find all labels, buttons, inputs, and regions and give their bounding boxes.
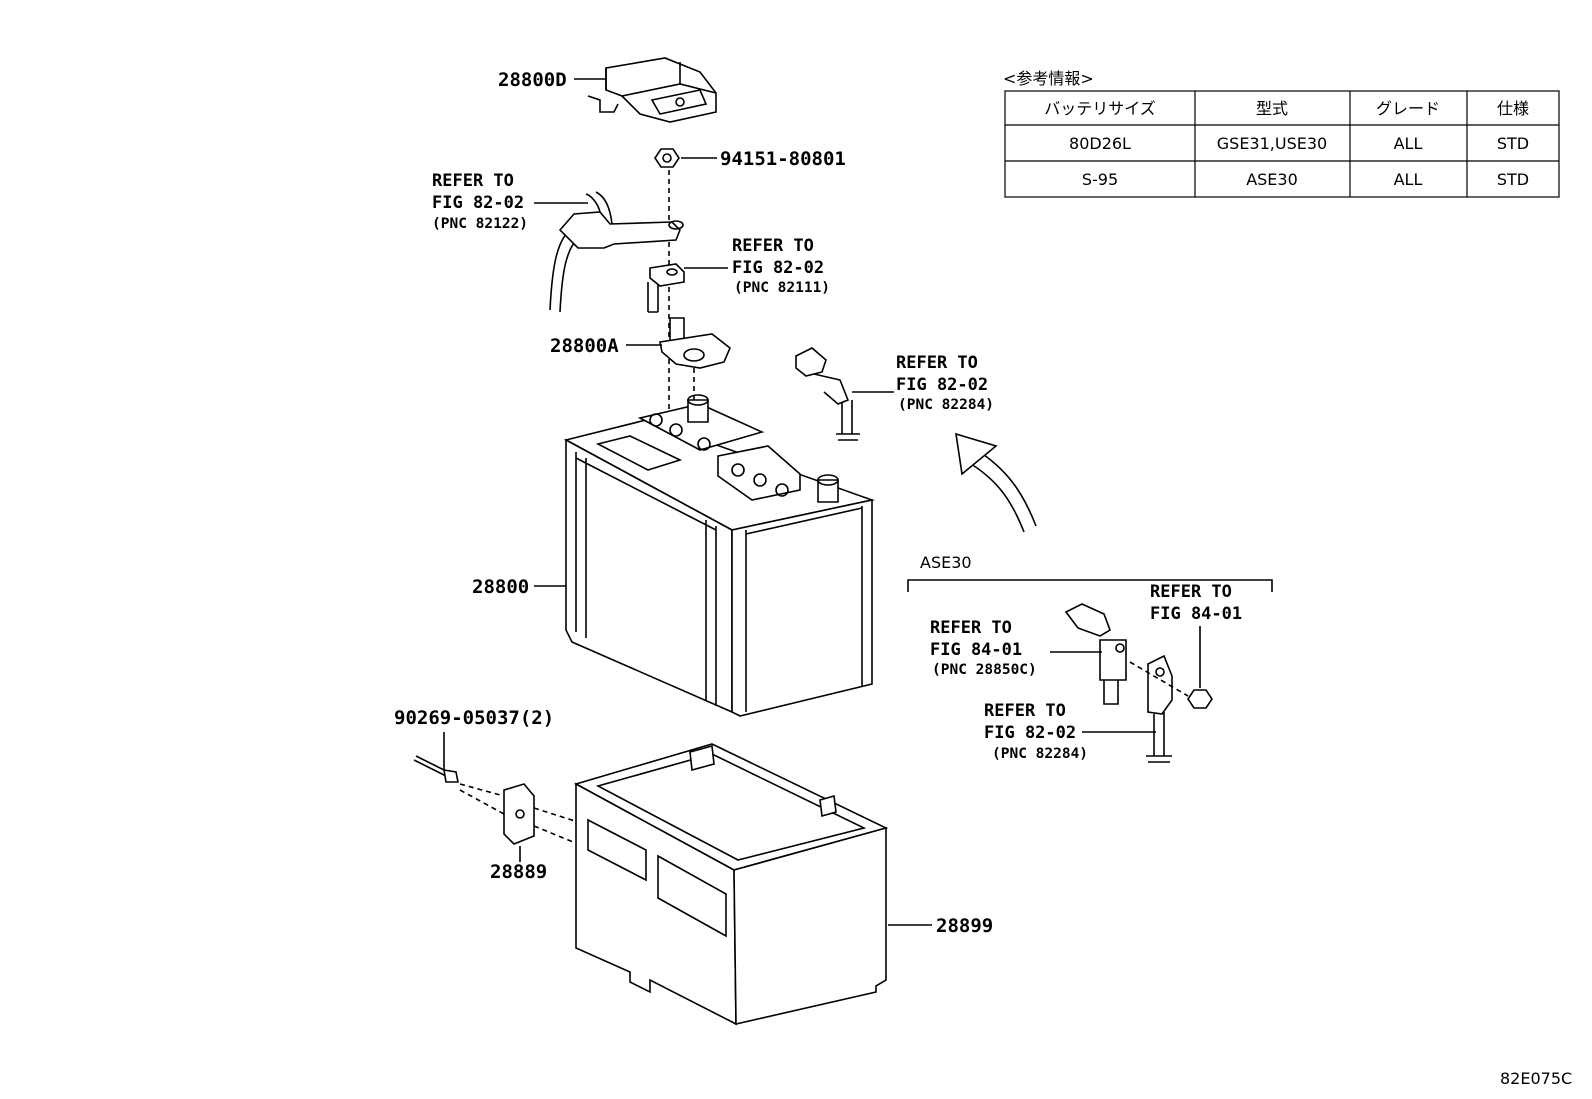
ref-cable-top-line3: (PNC 82122) bbox=[432, 216, 528, 232]
info-cell: STD bbox=[1497, 170, 1529, 189]
ase-nut-drawing bbox=[1187, 689, 1213, 709]
info-cell: GSE31,USE30 bbox=[1217, 134, 1327, 153]
battery-drawing bbox=[563, 394, 875, 717]
info-header-grade: グレード bbox=[1376, 99, 1440, 118]
ref-neg-cable-line2: FIG 82-02 bbox=[896, 375, 988, 395]
figure-id: 82E075C bbox=[1500, 1069, 1572, 1088]
part-28899: 28899 bbox=[936, 915, 993, 937]
ref-terminal-line2: FIG 82-02 bbox=[732, 258, 824, 278]
info-cell: ALL bbox=[1394, 170, 1423, 189]
part-28889: 28889 bbox=[490, 861, 547, 883]
positive-cable-drawing bbox=[549, 191, 684, 313]
variant-label-ase30: ASE30 bbox=[920, 553, 972, 572]
part-28800: 28800 bbox=[472, 576, 529, 598]
ref-cable-top-line2: FIG 82-02 bbox=[432, 193, 524, 213]
part-28800d: 28800D bbox=[498, 69, 567, 91]
info-header-model: 型式 bbox=[1256, 99, 1288, 118]
info-header-spec: 仕様 bbox=[1497, 99, 1529, 118]
ref-neg-cable-line3: (PNC 82284) bbox=[898, 397, 994, 413]
info-cell: ASE30 bbox=[1246, 170, 1298, 189]
nut-drawing bbox=[654, 148, 680, 168]
ref-cable-top-line1: REFER TO bbox=[432, 171, 514, 191]
ase-sensor-drawing bbox=[1064, 603, 1127, 705]
terminal-bolt-drawing bbox=[647, 263, 685, 313]
ref-ase-sensor-line1: REFER TO bbox=[930, 618, 1012, 638]
ref-neg-cable-line1: REFER TO bbox=[896, 353, 978, 373]
info-cell: ALL bbox=[1394, 134, 1423, 153]
ref-ase-sensor-line2: FIG 84-01 bbox=[930, 640, 1022, 660]
ref-ase-cable-line3: (PNC 82284) bbox=[992, 746, 1088, 762]
info-cell: S-95 bbox=[1082, 170, 1118, 189]
part-28800a: 28800A bbox=[550, 335, 619, 357]
info-cell: 80D26L bbox=[1069, 134, 1131, 153]
info-table-caption: <参考情報> bbox=[1003, 69, 1094, 88]
terminal-cover-drawing bbox=[587, 57, 717, 123]
battery-tray-drawing bbox=[573, 743, 889, 1026]
info-header-battery-size: バッテリサイズ bbox=[1044, 99, 1156, 118]
hold-down-clamp-drawing bbox=[503, 783, 535, 845]
terminal-clamp-drawing bbox=[659, 317, 731, 369]
info-table: <参考情報> バッテリサイズ 型式 グレード 仕様 80D26L GSE31,U… bbox=[1003, 69, 1560, 198]
ref-ase-nut-line2: FIG 84-01 bbox=[1150, 604, 1242, 624]
info-cell: STD bbox=[1497, 134, 1529, 153]
ref-ase-cable-line2: FIG 82-02 bbox=[984, 723, 1076, 743]
info-table-row: 80D26L GSE31,USE30 ALL STD bbox=[1069, 134, 1529, 153]
curved-arrow-icon bbox=[955, 432, 1037, 533]
ref-ase-nut-line1: REFER TO bbox=[1150, 582, 1232, 602]
part-90269-05037: 90269-05037(2) bbox=[394, 707, 554, 729]
negative-cable-drawing bbox=[795, 347, 860, 441]
ref-terminal-line1: REFER TO bbox=[732, 236, 814, 256]
info-table-row: S-95 ASE30 ALL STD bbox=[1082, 170, 1529, 189]
ref-ase-sensor-line3: (PNC 28850C) bbox=[932, 662, 1037, 678]
ase-cable-drawing bbox=[1146, 654, 1173, 763]
ref-ase-cable-line1: REFER TO bbox=[984, 701, 1066, 721]
bolt-drawing bbox=[413, 755, 459, 783]
part-94151-80801: 94151-80801 bbox=[720, 148, 846, 170]
ref-terminal-line3: (PNC 82111) bbox=[734, 280, 830, 296]
